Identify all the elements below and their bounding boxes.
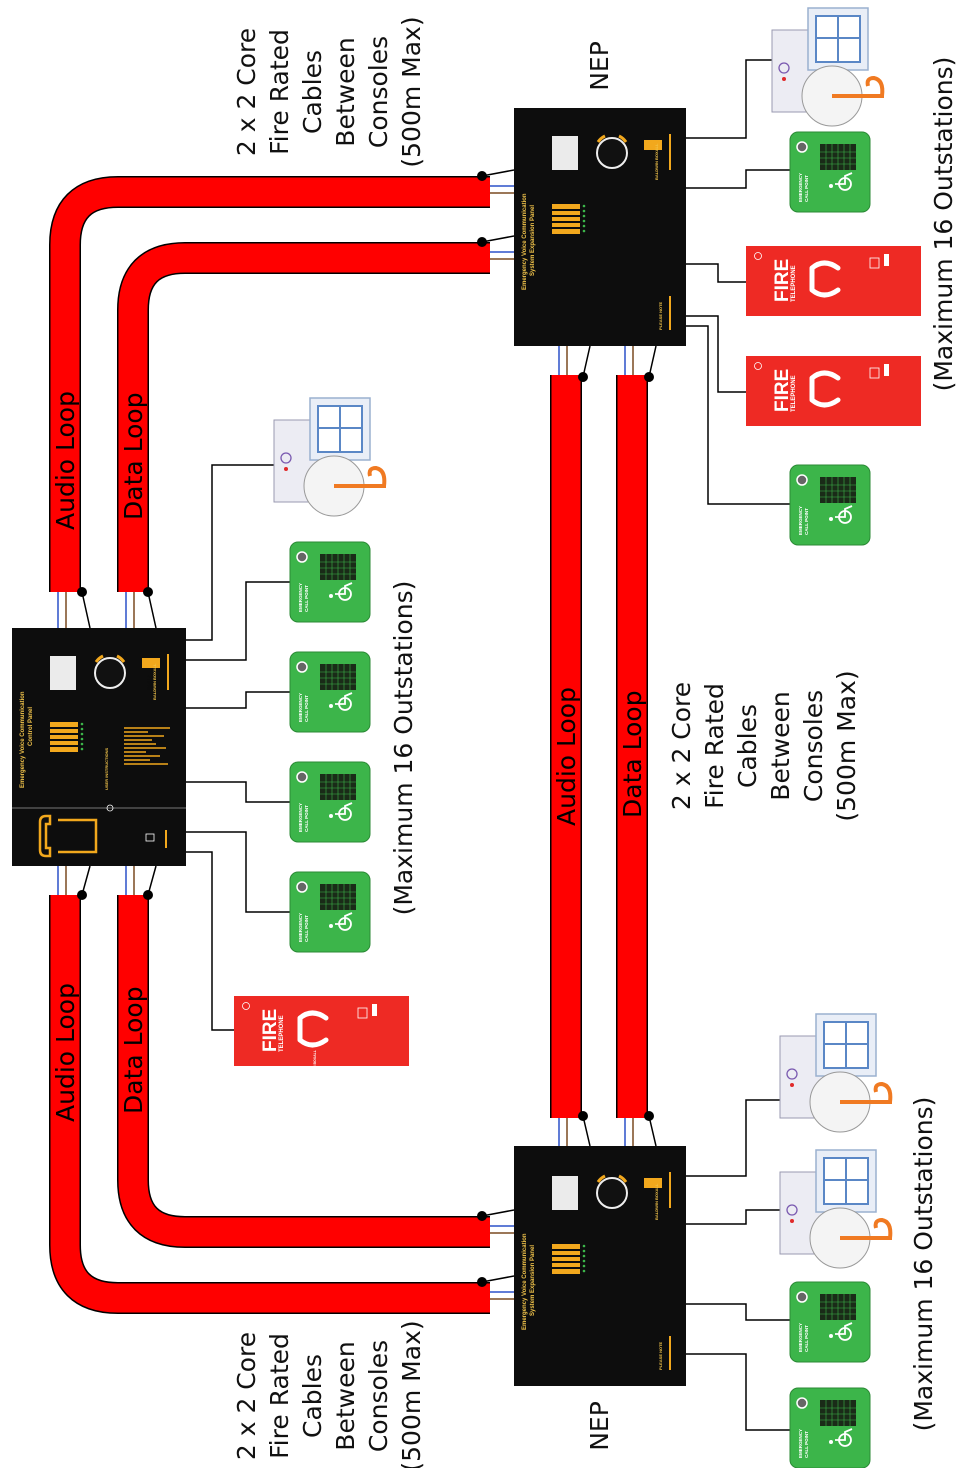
- control-panel-title-line1: Emergency Voice Communication: [20, 691, 26, 788]
- control-panel: Emergency Voice Communication Control Pa…: [12, 628, 186, 866]
- audio-loop-label-bottom-left: Audio Loop: [51, 983, 80, 1122]
- cp1-line1: EMERGENCY: [298, 583, 303, 612]
- data-loop-label-right: Data Loop: [618, 690, 647, 818]
- cable-spec-top: 2 x 2 Core Fire Rated Cables Between Con…: [232, 16, 426, 167]
- cable-spec-bottom: 2 x 2 Core Fire Rated Cables Between Con…: [232, 1320, 426, 1468]
- cp7-line2: CALL POINT: [804, 1325, 809, 1352]
- nep-top-title-line1: Emergency Voice Communication: [522, 193, 528, 290]
- cp5-line1: EMERGENCY: [798, 173, 803, 202]
- cable-spec-mid-line2: Fire Rated: [700, 683, 729, 809]
- handset-icon: [809, 370, 841, 408]
- nep-top-brand: BALDWIN BOXALL: [654, 143, 659, 180]
- fire-tel-nep1-fire: FIRE: [772, 259, 793, 302]
- nep-label-bottom: NEP: [585, 1401, 614, 1451]
- cable-cores: [57, 169, 657, 1300]
- cp1-line2: CALL POINT: [304, 585, 309, 612]
- cable-spec-top-line2: Fire Rated: [265, 29, 294, 155]
- refuge-outstation-nep-top: [770, 6, 886, 128]
- fire-tel-cp-telephone: TELEPHONE: [279, 1015, 285, 1052]
- cp2-line1: EMERGENCY: [298, 693, 303, 722]
- cp3-line2: CALL POINT: [304, 805, 309, 832]
- nep-top-note: PLEASE NOTE: [658, 301, 663, 330]
- cp8-line2: CALL POINT: [804, 1431, 809, 1458]
- nep-top-title-line2: System Expansion Panel: [530, 205, 536, 276]
- data-loop-label-top-left: Data Loop: [119, 392, 148, 520]
- cp5-line2: CALL POINT: [804, 175, 809, 202]
- max-outstations-label-nep-bottom: (Maximum 16 Outstations): [909, 1097, 938, 1432]
- outstation-wires: [186, 59, 790, 1431]
- fire-telephone-labels: FIRE TELEPHONE BALDWIN BOXALL FIRE TELEP…: [260, 259, 841, 1082]
- fire-tel-cp-brand: BALDWIN BOXALL: [313, 1049, 317, 1082]
- cable-spec-bot-line3: Cables: [298, 1354, 327, 1438]
- cable-spec-top-line6: (500m Max): [397, 16, 426, 167]
- control-panel-handset-icon: [38, 814, 98, 858]
- cp4-line2: CALL POINT: [304, 915, 309, 942]
- cp4-line1: EMERGENCY: [298, 913, 303, 942]
- cable-spec-top-line1: 2 x 2 Core: [232, 28, 261, 156]
- cable-spec-mid-line1: 2 x 2 Core: [667, 682, 696, 810]
- nep-bottom-note: PLEASE NOTE: [658, 1341, 663, 1370]
- control-panel-leds: [124, 727, 170, 765]
- data-loop-label-bottom-left: Data Loop: [119, 986, 148, 1114]
- red-loop-cables: [49, 176, 648, 1314]
- cp7-line1: EMERGENCY: [798, 1323, 803, 1352]
- control-panel-speaker-grille: [50, 722, 78, 752]
- nep-bottom-brand: BALDWIN BOXALL: [654, 1183, 659, 1220]
- cp2-line2: CALL POINT: [304, 695, 309, 722]
- max-outstations-label-nep-top: (Maximum 16 Outstations): [929, 57, 958, 392]
- cp6-line2: CALL POINT: [804, 508, 809, 535]
- fire-tel-nep2-fire: FIRE: [772, 369, 793, 412]
- cable-spec-top-line5: Consoles: [364, 36, 393, 148]
- nep-bottom-title-line2: System Expansion Panel: [530, 1245, 536, 1316]
- cable-spec-middle: 2 x 2 Core Fire Rated Cables Between Con…: [667, 670, 861, 821]
- cable-spec-top-line4: Between: [331, 37, 360, 146]
- cable-spec-mid-line5: Consoles: [799, 690, 828, 802]
- control-panel-title-line2: Control Panel: [28, 707, 34, 746]
- cable-spec-mid-line4: Between: [766, 691, 795, 800]
- cable-spec-bot-line1: 2 x 2 Core: [232, 1332, 261, 1460]
- control-panel-display: [50, 656, 76, 690]
- nep-bottom-title-line1: Emergency Voice Communication: [522, 1233, 528, 1330]
- cable-spec-mid-line6: (500m Max): [832, 670, 861, 821]
- cable-spec-bot-line5: Consoles: [364, 1340, 393, 1452]
- cable-spec-bot-line2: Fire Rated: [265, 1333, 294, 1459]
- fire-tel-nep2-telephone: TELEPHONE: [791, 375, 797, 412]
- fire-tel-cp-fire: FIRE: [260, 1009, 281, 1052]
- control-panel-badge: CARE 2: [146, 675, 151, 690]
- control-panel-brand: BALDWIN BOXALL: [152, 663, 157, 700]
- refuge-outstation-cp: [272, 396, 388, 518]
- cable-spec-bot-line6: (500m Max): [397, 1320, 426, 1468]
- refuge-outstation-nep-bottom-1: [778, 1012, 894, 1134]
- nep-label-top: NEP: [585, 41, 614, 91]
- nep-panel-bottom: Emergency Voice Communication System Exp…: [514, 1146, 686, 1386]
- fire-tel-nep1-telephone: TELEPHONE: [791, 265, 797, 302]
- cable-spec-bot-line4: Between: [331, 1341, 360, 1450]
- handset-icon: [809, 260, 841, 298]
- control-panel-user-instructions: USER INSTRUCTIONS: [104, 747, 109, 790]
- max-outstations-label-cp: (Maximum 16 Outstations): [389, 581, 418, 916]
- cp3-line1: EMERGENCY: [298, 803, 303, 832]
- cp6-line1: EMERGENCY: [798, 506, 803, 535]
- nep-panel-top: Emergency Voice Communication System Exp…: [514, 108, 686, 346]
- refuge-outstation-nep-bottom-2: [778, 1148, 894, 1270]
- cable-spec-mid-line3: Cables: [733, 704, 762, 788]
- cp8-line1: EMERGENCY: [798, 1429, 803, 1458]
- audio-loop-label-top-left: Audio Loop: [51, 391, 80, 530]
- audio-loop-label-right: Audio Loop: [552, 687, 581, 826]
- handset-icon: [297, 1010, 329, 1048]
- control-panel-knob: [94, 657, 126, 689]
- cable-spec-top-line3: Cables: [298, 50, 327, 134]
